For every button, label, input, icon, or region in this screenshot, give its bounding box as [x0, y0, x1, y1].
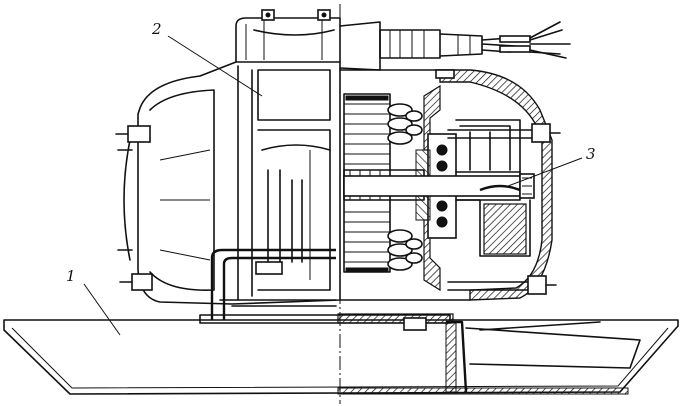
winding-bottom	[387, 229, 423, 271]
rotor-shaft	[343, 171, 535, 201]
callout-label-3: 3	[586, 145, 596, 163]
winding-top	[387, 103, 423, 145]
callout-1: 1	[66, 267, 121, 336]
stator-housing	[115, 61, 341, 320]
callout-label-1: 1	[66, 267, 76, 285]
base-tray	[3, 313, 679, 395]
terminal-box	[235, 9, 381, 71]
callout-label-2: 2	[151, 20, 162, 38]
power-cable	[379, 21, 571, 59]
callout-3: 3	[507, 145, 596, 187]
callout-2: 2	[151, 20, 263, 97]
fan-impeller	[455, 119, 531, 257]
sectioned-motor	[339, 69, 561, 301]
